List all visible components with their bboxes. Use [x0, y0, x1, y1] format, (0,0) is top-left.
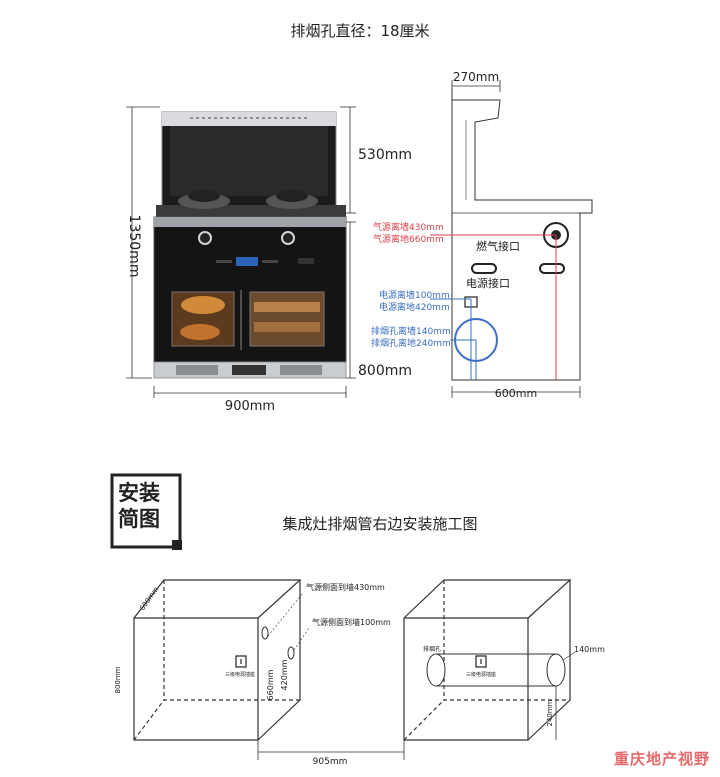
exhaust-diameter: 140mm	[574, 645, 605, 654]
box-gap-width: 905mm	[313, 757, 348, 767]
page-title: 排烟孔直径：18厘米	[290, 22, 429, 40]
exhaust-floor-distance: 排烟孔离地240mm	[371, 337, 451, 349]
logo-line2: 简图	[118, 507, 160, 531]
dim-hood-height: 530mm	[358, 147, 412, 163]
exhaust-height-label: 240mm	[546, 699, 554, 726]
watermark-text: 重庆地产视野	[613, 750, 710, 768]
stove-front-view	[126, 106, 356, 398]
left-cabinet-box	[133, 579, 302, 741]
socket-label-right: 三级电源插座	[466, 671, 496, 678]
section-title: 集成灶排烟管右边安装施工图	[282, 515, 477, 533]
power-floor-distance: 电源离地420mm	[379, 301, 450, 313]
box-height-label: 800mm	[114, 666, 122, 693]
dim-total-height: 1350mm	[126, 215, 142, 278]
power-wall-distance: 电源离墙100mm	[379, 289, 450, 301]
gas-wall-distance: 气源离墙430mm	[373, 221, 444, 233]
dim-width: 900mm	[225, 399, 275, 414]
power-height-label: 420mm	[280, 659, 289, 690]
dim-depth: 600mm	[495, 387, 537, 400]
stove-side-view	[430, 80, 593, 398]
gas-floor-distance: 气源离地660mm	[373, 233, 444, 245]
gas-port-label: 燃气接口	[476, 239, 520, 253]
install-sketch-logo: 安装 简图	[112, 473, 176, 543]
exhaust-wall-distance: 排烟孔离墙140mm	[371, 325, 451, 337]
gas-side-distance: 气源侧面到墙430mm	[306, 582, 385, 592]
power-side-distance: 气源侧面到墙100mm	[312, 617, 391, 627]
socket-label-left: 三级电源插座	[225, 671, 255, 678]
gas-height-label: 660mm	[266, 669, 275, 700]
box-depth-label: 600mm	[138, 585, 160, 612]
exhaust-pipe	[426, 651, 576, 740]
logo-frame	[110, 473, 182, 550]
logo-line1: 安装	[118, 481, 160, 505]
dim-hood-depth: 270mm	[453, 70, 499, 84]
power-port-label: 电源接口	[466, 276, 510, 290]
dim-body-height: 800mm	[358, 363, 412, 379]
right-cabinet-box	[403, 579, 572, 741]
exhaust-hole-label: 排烟孔	[423, 645, 441, 653]
left-cabinet-details	[235, 592, 310, 668]
